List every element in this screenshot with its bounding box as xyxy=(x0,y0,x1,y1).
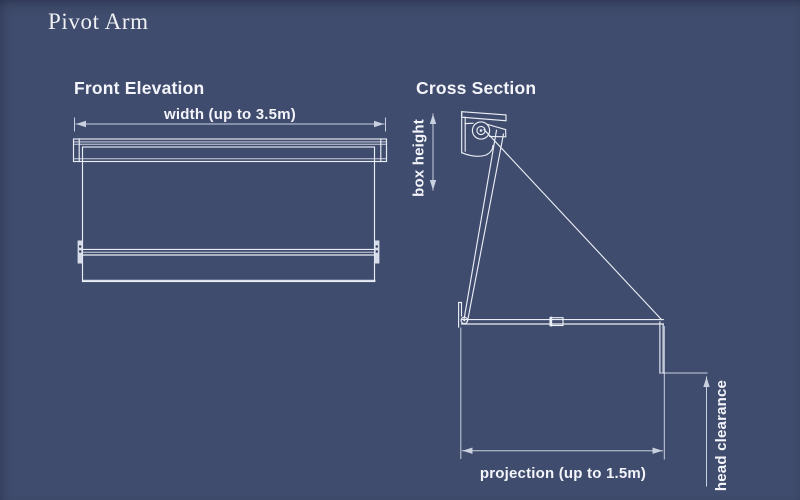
width-dimension-label: width (up to 3.5m) xyxy=(163,106,296,123)
projection-dimension-label: projection (up to 1.5m) xyxy=(480,465,646,482)
fabric-panel xyxy=(81,146,376,283)
headbox-profile xyxy=(460,111,507,157)
page-title: Pivot Arm xyxy=(48,9,149,34)
head-clearance-dimension: head clearance xyxy=(660,372,730,491)
pivot-arm-closed xyxy=(463,129,505,322)
extended-arm-bar xyxy=(460,316,664,327)
front-elevation-heading: Front Elevation xyxy=(74,78,205,98)
projection-dimension: projection (up to 1.5m) xyxy=(460,326,665,482)
bottom-bar-bracket-left xyxy=(77,240,83,264)
bottom-bar xyxy=(77,240,380,264)
box-height-dimension-label: box height xyxy=(411,119,428,197)
cross-section-drawing: box height xyxy=(411,111,730,491)
fabric-line xyxy=(483,128,663,321)
head-clearance-dimension-label: head clearance xyxy=(713,380,730,491)
box-height-dimension: box height xyxy=(411,113,437,197)
roller-circle xyxy=(471,121,491,140)
front-rail xyxy=(659,321,664,374)
front-elevation-drawing: width (up to 3.5m) xyxy=(72,106,388,283)
bottom-bar-bracket-right xyxy=(374,240,380,264)
cross-section-heading: Cross Section xyxy=(416,78,537,98)
headbox xyxy=(72,138,388,163)
width-dimension: width (up to 3.5m) xyxy=(74,106,386,132)
